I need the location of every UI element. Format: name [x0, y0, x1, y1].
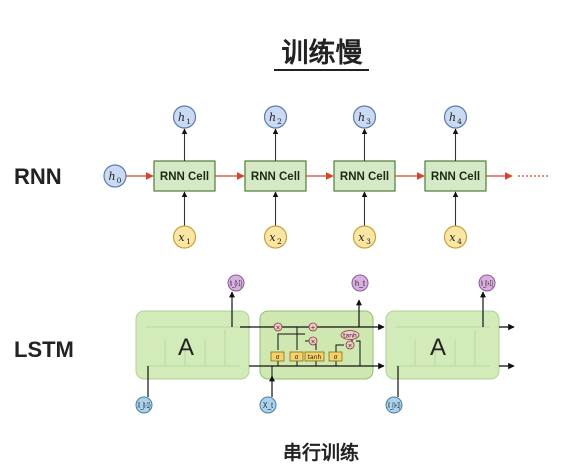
- lstm-gate-1: σ: [276, 354, 280, 361]
- lstm-op-3: ×: [310, 339, 315, 346]
- lstm-output-right-label: h_{t+1}: [481, 279, 493, 288]
- lstm-row-label: LSTM: [14, 337, 74, 362]
- lstm-gate-4: σ: [334, 354, 338, 361]
- rnn-h-node-4-subscript: 4: [457, 117, 462, 126]
- rnn-x-node-3: [352, 225, 377, 249]
- rnn-row-label: RNN: [14, 164, 62, 189]
- rnn-x-node-1-subscript: 1: [186, 237, 191, 246]
- lstm-block-left-faint-lines: [146, 326, 240, 367]
- lstm-output-middle-label: h_t: [355, 279, 366, 288]
- rnn-h-node-4: [443, 105, 468, 129]
- rnn-cell-4-label: RNN Cell: [431, 171, 480, 183]
- page-title: 训练慢: [282, 37, 364, 69]
- caption: 串行训练: [283, 441, 359, 464]
- rnn-x-node-2-subscript: 2: [277, 237, 282, 246]
- lstm-op-1: ×: [275, 325, 280, 332]
- lstm-gates: σ σ tanh σ: [270, 351, 343, 362]
- lstm-gate-3: tanh: [308, 354, 322, 361]
- lstm-block-right: [385, 310, 500, 380]
- rnn-cell-2-label: RNN Cell: [251, 171, 300, 183]
- rnn-x-node-4-label: x: [449, 231, 456, 244]
- rnn-h-node-1-label: h: [178, 111, 185, 124]
- lstm-tanh-op: tanh: [343, 333, 357, 340]
- rnn-initial-state-label: h: [108, 170, 115, 183]
- rnn-x-node-2-label: x: [269, 231, 276, 244]
- rnn-h-node-1-subscript: 1: [186, 117, 191, 126]
- lstm-block-left-label: A: [178, 334, 194, 361]
- lstm-input-left-label: X_{t-1}: [138, 401, 151, 410]
- lstm-output-node-right: [478, 274, 496, 292]
- rnn-h-node-2: [263, 105, 288, 129]
- lstm-output-node-left: [227, 274, 245, 292]
- rnn-x-node-4: [443, 225, 468, 249]
- rnn-h-node-3-subscript: 3: [366, 117, 371, 126]
- lstm-diagram: A A σ σ tanh σ ×: [135, 274, 515, 414]
- rnn-cell-3-label: RNN Cell: [340, 171, 389, 183]
- rnn-h-node-2-label: h: [269, 111, 276, 124]
- rnn-x-node-3-label: x: [358, 231, 365, 244]
- rnn-x-node-3-subscript: 3: [366, 237, 371, 246]
- rnn-h-node-3: [352, 105, 377, 129]
- lstm-op-2: +: [310, 325, 315, 332]
- lstm-op-4: ×: [347, 343, 352, 350]
- lstm-input-node-right: [385, 396, 403, 414]
- rnn-h-node-2-subscript: 2: [277, 117, 282, 126]
- rnn-x-node-2: [263, 225, 288, 249]
- lstm-input-right-label: X_{t+1}: [388, 401, 401, 410]
- lstm-output-node-middle: [351, 274, 369, 292]
- lstm-output-left-label: h_{t-1}: [230, 279, 242, 288]
- lstm-ops: × + × × tanh: [273, 322, 360, 350]
- rnn-x-node-1: [172, 225, 197, 249]
- rnn-x-node-4-subscript: 4: [457, 237, 462, 246]
- lstm-input-middle-label: X_t: [263, 401, 274, 410]
- rnn-cell-1-label: RNN Cell: [160, 171, 209, 183]
- lstm-block-left: [135, 310, 250, 380]
- rnn-cell-3: [333, 160, 396, 192]
- rnn-h-node-4-label: h: [449, 111, 456, 124]
- lstm-input-node-middle: [259, 396, 277, 414]
- lstm-block-right-faint-lines: [396, 326, 490, 367]
- rnn-h-node-1: [172, 105, 197, 129]
- lstm-block-right-label: A: [430, 334, 446, 361]
- rnn-cell-4: [424, 160, 487, 192]
- rnn-h-node-3-label: h: [358, 111, 365, 124]
- lstm-input-node-left: [135, 396, 153, 414]
- rnn-x-node-1-label: x: [178, 231, 185, 244]
- rnn-initial-state-subscript: 0: [117, 176, 122, 185]
- lstm-gate-2: σ: [295, 354, 299, 361]
